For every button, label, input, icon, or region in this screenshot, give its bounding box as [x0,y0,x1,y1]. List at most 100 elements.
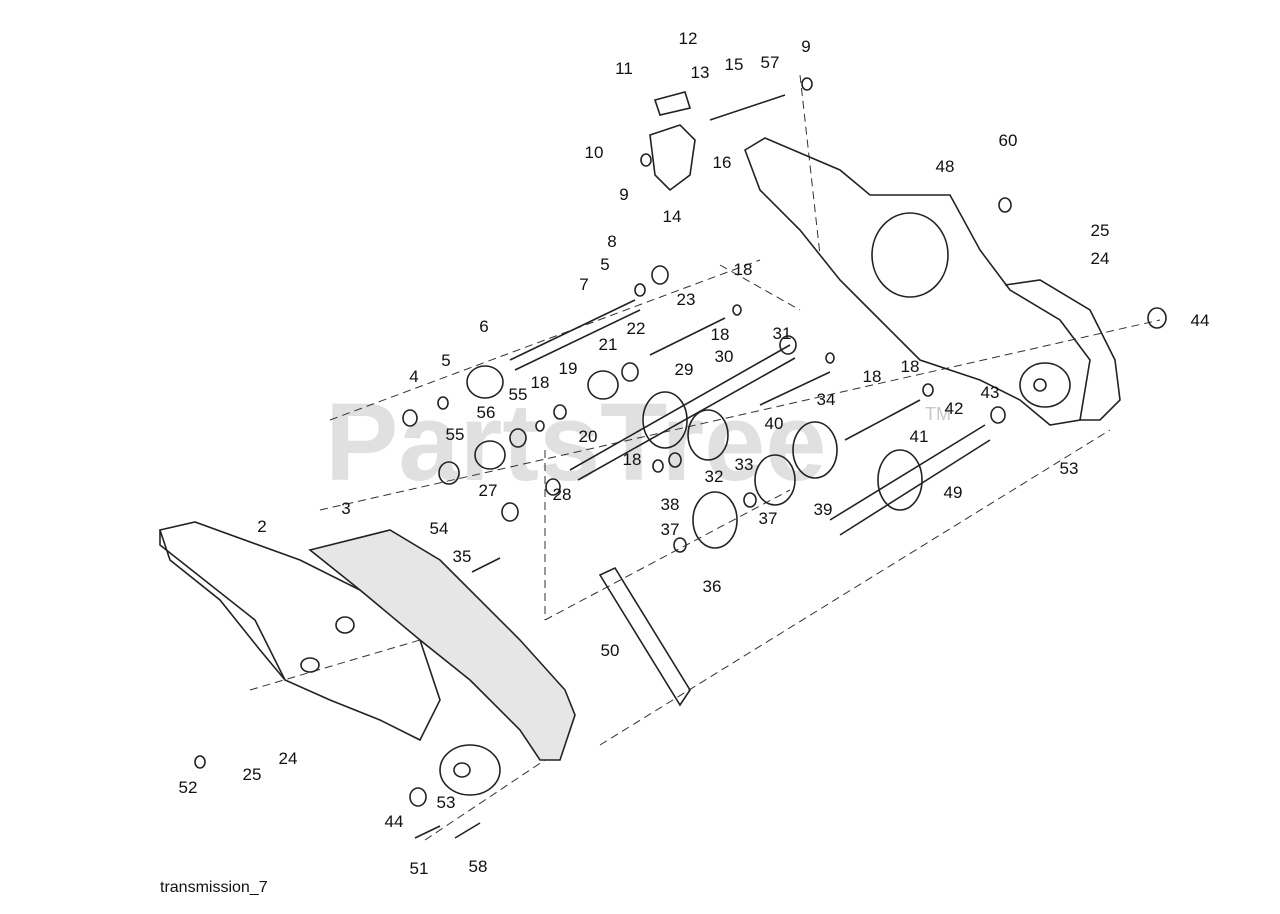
callout-labels: 2345567899101112131415161818181818181920… [179,29,1210,878]
callout-label: 48 [936,157,955,176]
callout-label: 53 [1060,459,1079,478]
left-frame-bearing [300,657,320,673]
callout-label: 27 [479,481,498,500]
callout-label: 57 [761,53,780,72]
left-plate-boss [335,616,355,634]
callout-label: 22 [627,319,646,338]
right-cover-flange [1004,279,1121,421]
callout-label: 60 [999,131,1018,150]
right-hub-center [1033,378,1047,392]
gears [466,365,923,549]
callout-label: 56 [477,403,496,422]
callout-label: 31 [773,324,792,343]
diagram-caption: transmission_7 [160,879,268,896]
callout-label: 18 [901,357,920,376]
watermark-text: PartsTree [325,381,826,504]
callout-label: 44 [1191,311,1210,330]
chain-50 [598,566,691,707]
callout-label: 55 [509,385,528,404]
callout-label: 18 [531,373,550,392]
bolt-58 [454,822,481,839]
callout-label: 20 [579,427,598,446]
callout-label: 42 [945,399,964,418]
callout-label: 9 [619,185,628,204]
callout-label: 7 [579,275,588,294]
callout-label: 44 [385,812,404,831]
left-chain-cover [308,529,576,761]
callout-label: 30 [715,347,734,366]
bolt-51 [414,825,441,839]
callout-label: 37 [759,509,778,528]
left-hub [439,744,501,796]
callout-label: 35 [453,547,472,566]
callout-label: 6 [479,317,488,336]
washers [194,77,1167,807]
callout-label: 12 [679,29,698,48]
callout-label: 36 [703,577,722,596]
callout-label: 5 [441,351,450,370]
sprocket-33 [687,409,729,461]
callout-label: 8 [607,232,616,251]
callout-label: 4 [409,367,418,386]
callout-label: 55 [446,425,465,444]
callout-label: 18 [623,450,642,469]
assembly-lines [249,74,1161,841]
callout-label: 13 [691,63,710,82]
callout-label: 38 [661,495,680,514]
callout-label: 34 [817,390,836,409]
sprocket-29 [642,391,688,449]
left-frame-flange [159,530,286,681]
gear-21 [587,370,619,400]
callout-label: 2 [257,517,266,536]
sprocket-49 [877,449,923,511]
callout-label: 16 [713,153,732,172]
bracket-14 [649,124,696,192]
callout-label: 39 [814,500,833,519]
callout-label: 53 [437,793,456,812]
callout-label: 32 [705,467,724,486]
sprocket-39 [754,454,796,506]
callout-label: 25 [1091,221,1110,240]
callout-label: 24 [279,749,298,768]
right-upper-hub [871,212,949,298]
callout-label: 29 [675,360,694,379]
callout-label: 11 [615,59,633,78]
callout-label: 54 [430,519,449,538]
callout-label: 25 [243,765,262,784]
callout-label: 19 [559,359,578,378]
callout-label: 18 [863,367,882,386]
callout-label: 18 [711,325,730,344]
left-frame-plate [158,521,441,742]
callout-label: 40 [765,414,784,433]
plate-13 [653,91,692,116]
callout-label: 18 [734,260,753,279]
callout-label: 33 [735,455,754,474]
callout-label: 15 [725,55,744,74]
bolt-35 [471,557,501,573]
gear-56 [474,440,506,470]
callout-label: 3 [341,499,350,518]
callout-label: 51 [410,859,429,878]
gear-6 [466,365,504,399]
callout-label: 9 [801,37,810,56]
left-hub-center [453,762,471,778]
callout-label: 58 [469,857,488,876]
callout-label: 14 [663,207,682,226]
callout-label: 43 [981,383,1000,402]
callout-label: 41 [910,427,929,446]
sprocket-38 [692,491,738,549]
callout-label: 5 [600,255,609,274]
callout-label: 49 [944,483,963,502]
callout-label: 24 [1091,249,1110,268]
callout-label: 23 [677,290,696,309]
callout-label: 37 [661,520,680,539]
callout-label: 21 [599,335,618,354]
callout-label: 10 [585,143,604,162]
sprocket-40 [792,421,838,479]
watermark-trademark: TM [925,404,951,424]
callout-label: 28 [553,485,572,504]
callout-label: 52 [179,778,198,797]
callout-label: 50 [601,641,620,660]
